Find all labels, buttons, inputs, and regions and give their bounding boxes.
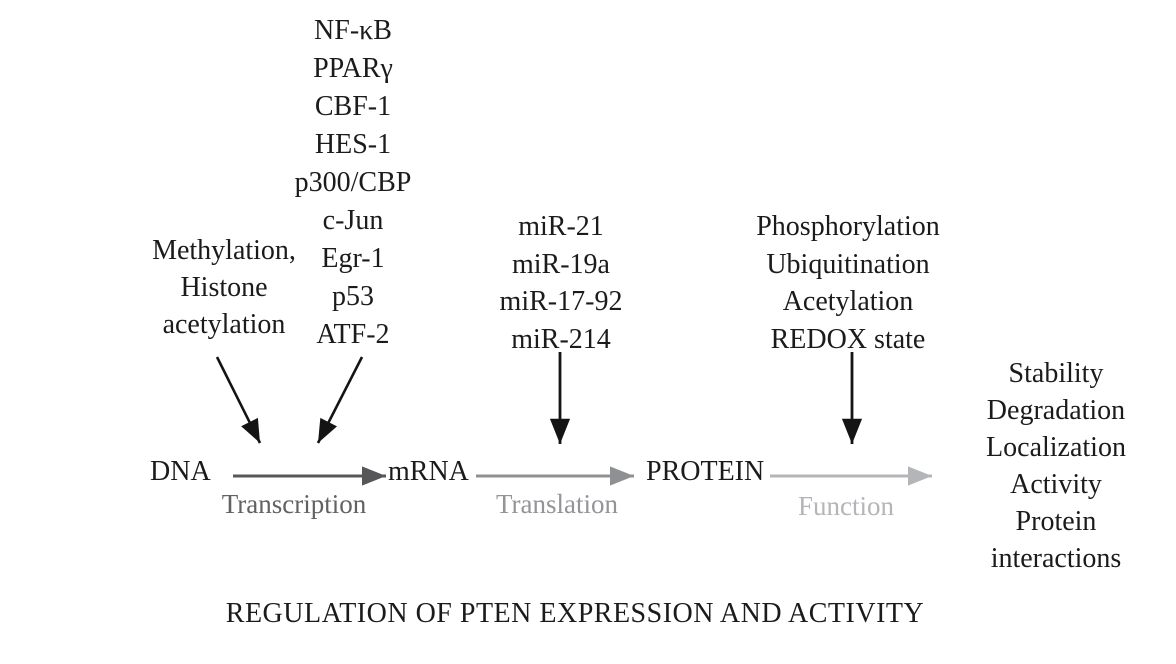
ptm-item: Phosphorylation	[756, 211, 940, 242]
outcome-item: Activity	[1010, 469, 1102, 500]
dna-node: DNA	[150, 456, 211, 487]
mirna-item: miR-21	[518, 211, 604, 242]
transcription-factor-list: NF-κB PPARγ CBF-1 HES-1 p300/CBP c-Jun E…	[295, 12, 412, 354]
epigenetic-line: Histone	[180, 272, 268, 303]
transcription-factor: p53	[331, 281, 374, 312]
mirna-item: miR-19a	[511, 248, 610, 280]
transcription-factor: p300/CBP	[294, 167, 412, 198]
protein-node: PROTEIN	[646, 456, 765, 487]
transcription-factor: CBF-1	[314, 91, 392, 122]
post-translational-modification-list: Phosphorylation Ubiquitination Acetylati…	[756, 208, 940, 358]
outcome-item: Localization	[986, 432, 1126, 463]
function-stage-label: Function	[797, 491, 895, 521]
transcription-factor: HES-1	[314, 129, 392, 160]
outcome-item: Protein interactions	[990, 506, 1122, 574]
mirna-list: miR-21 miR-19a miR-17-92 miR-214	[500, 208, 623, 358]
epigenetic-line: acetylation	[162, 309, 286, 340]
transcription-factor: c-Jun	[322, 205, 384, 236]
epigenetic-line: Methylation,	[152, 235, 296, 266]
transcription-factor: Egr-1	[321, 243, 385, 274]
translation-stage-label: Translation	[495, 489, 619, 519]
epigenetic-regulation-label: Methylation, Histone acetylation	[152, 232, 296, 343]
transcription-factor: NF-κB	[314, 15, 392, 46]
transcription-factors-to-dna-arrow	[316, 356, 364, 444]
transcription-factor: PPARγ	[313, 53, 393, 84]
ptm-item: REDOX state	[770, 323, 926, 355]
figure-title: REGULATION OF PTEN EXPRESSION AND ACTIVI…	[225, 598, 925, 629]
mirna-item: miR-17-92	[499, 286, 623, 317]
ptm-item: Ubiquitination	[766, 248, 930, 280]
outcome-item: Degradation	[986, 395, 1126, 426]
epigenetic-to-dna-arrow	[215, 356, 262, 444]
mirna-item: miR-214	[511, 323, 611, 355]
ptm-item: Acetylation	[782, 286, 914, 317]
mrna-node: mRNA	[388, 456, 469, 487]
outcome-item: Stability	[1008, 358, 1104, 389]
transcription-factor: ATF-2	[316, 319, 390, 350]
protein-outcome-list: Stability Degradation Localization Activ…	[950, 355, 1162, 577]
transcription-stage-label: Transcription	[221, 489, 367, 519]
